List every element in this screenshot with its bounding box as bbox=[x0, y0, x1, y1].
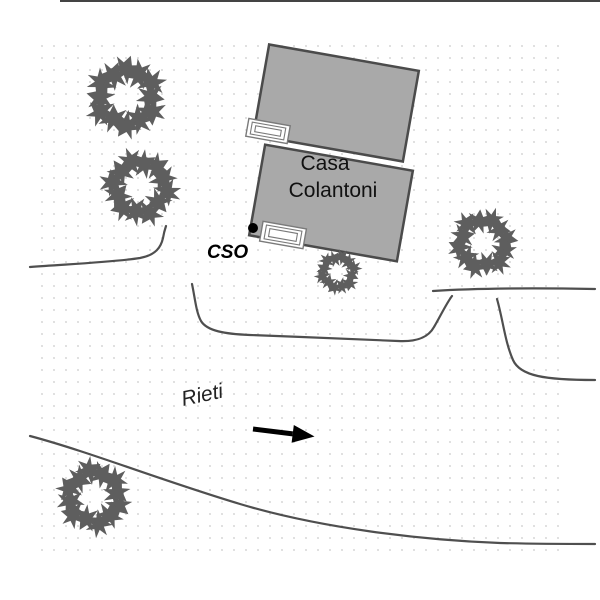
direction-arrow-icon bbox=[252, 424, 315, 443]
tree-icon bbox=[39, 442, 149, 549]
building-label-line2: Colantoni bbox=[289, 179, 378, 202]
building-label-line1: Casa bbox=[300, 152, 349, 175]
building-upper bbox=[251, 43, 421, 163]
cso-marker-dot bbox=[248, 223, 258, 233]
road-left bbox=[28, 224, 168, 269]
tree-icon bbox=[78, 126, 199, 248]
building-upper-outline bbox=[251, 43, 421, 163]
street-label-rieti: Rieti bbox=[179, 379, 226, 411]
cso-label: CSO bbox=[207, 242, 248, 263]
road-right-curve bbox=[495, 297, 597, 382]
tree-icon bbox=[80, 51, 168, 146]
top-border-line bbox=[60, 0, 600, 2]
tree-icon bbox=[436, 198, 529, 286]
stairs-lower-icon bbox=[258, 220, 308, 250]
road-middle-loop bbox=[190, 282, 454, 343]
road-right-horizontal bbox=[431, 287, 597, 293]
road-bottom bbox=[28, 434, 597, 546]
stairs-upper-icon bbox=[244, 117, 292, 145]
